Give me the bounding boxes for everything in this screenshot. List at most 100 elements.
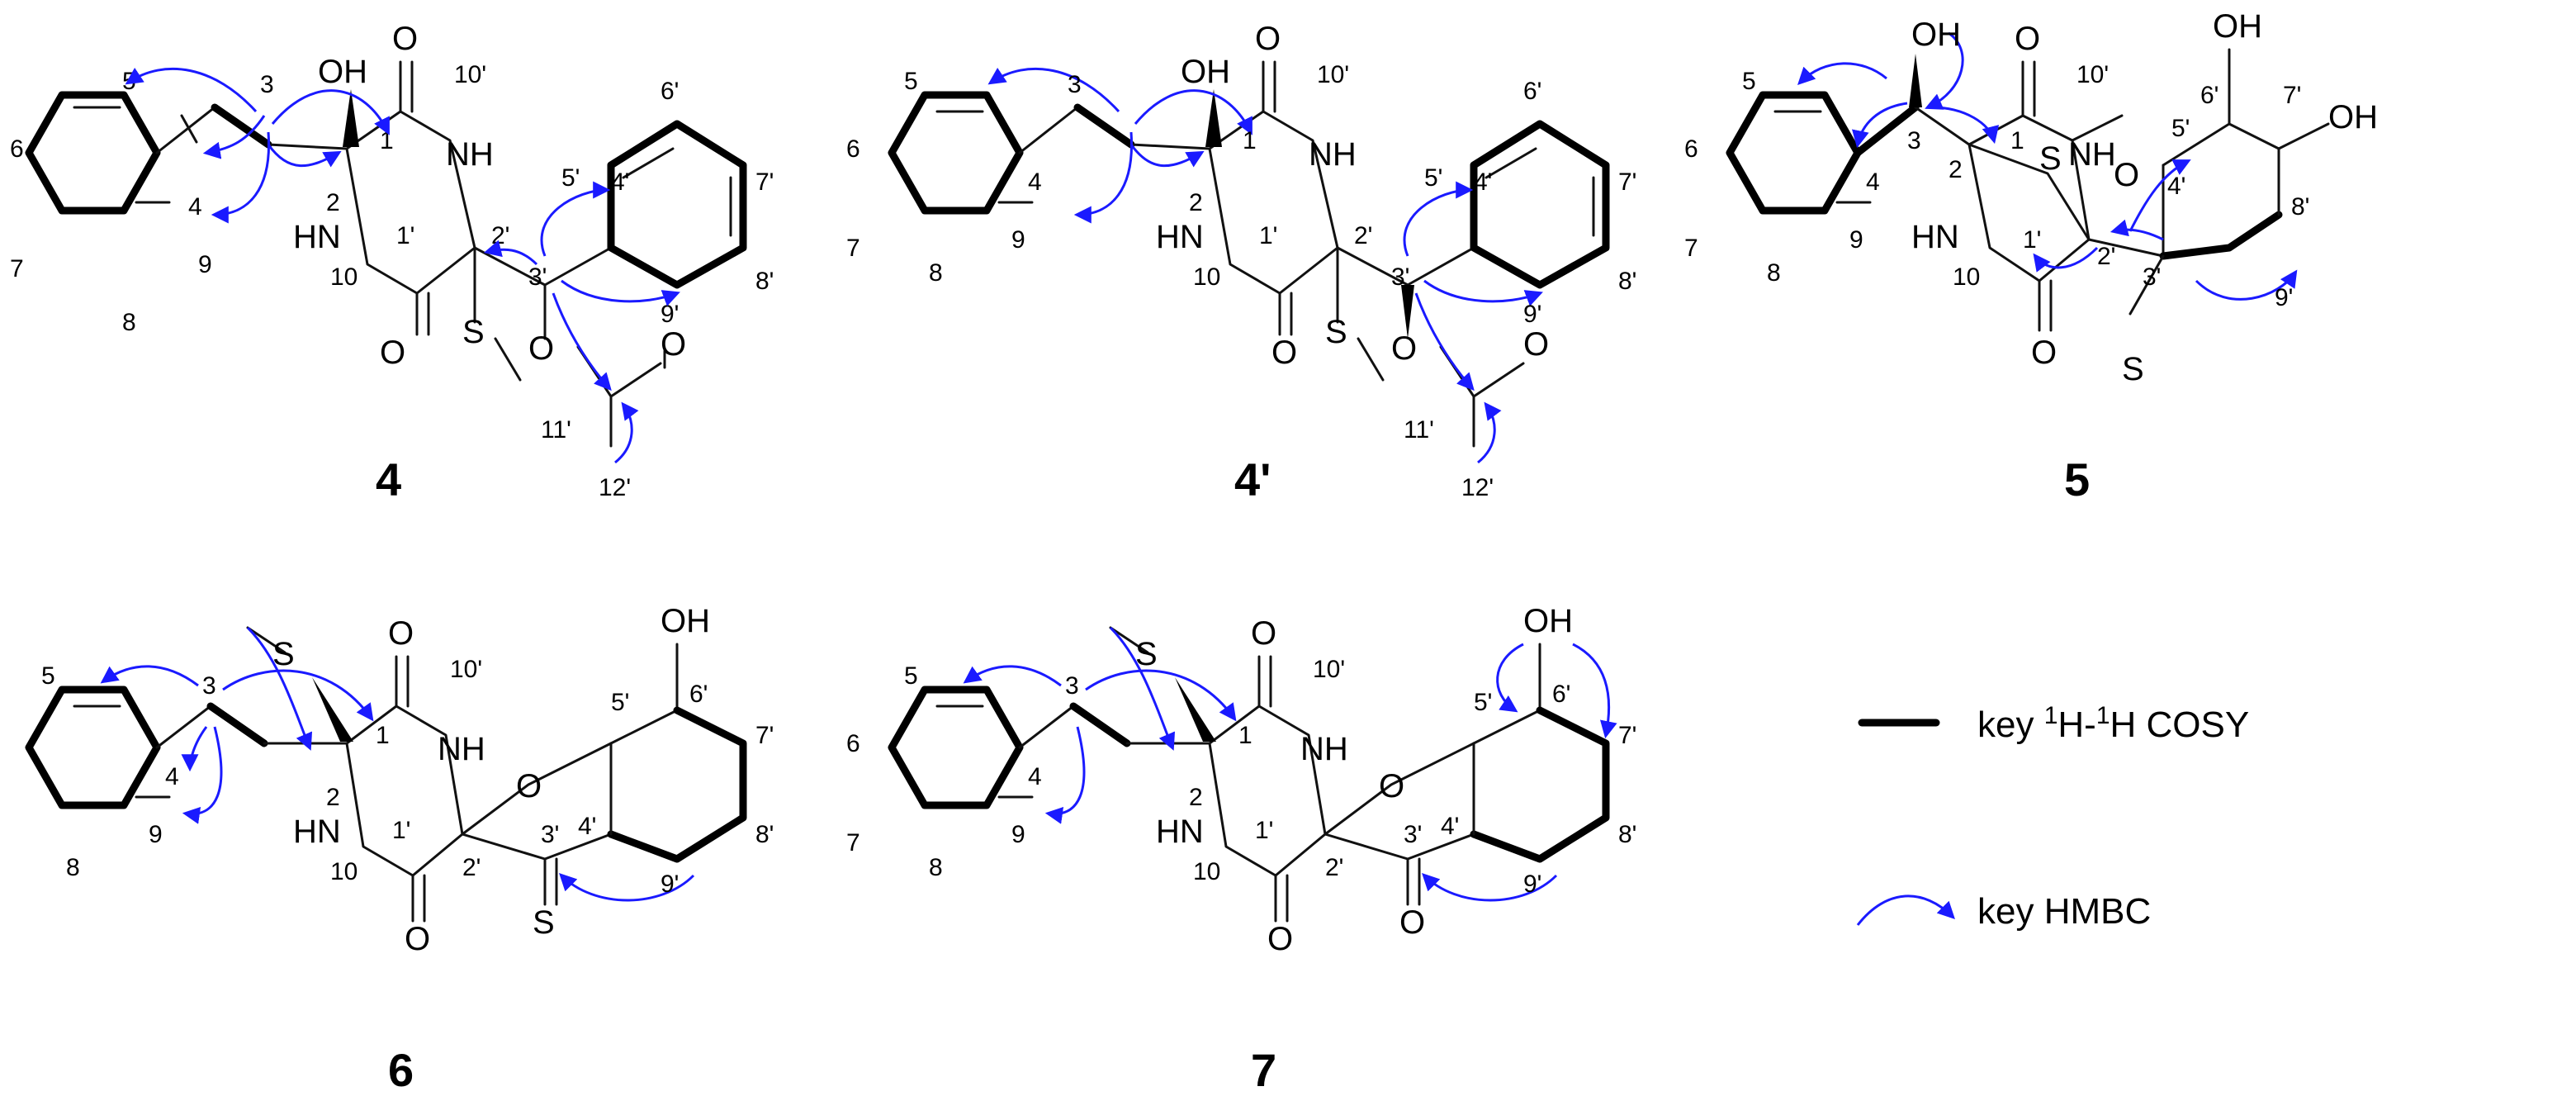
phenyl-ring-4p [607,120,747,289]
atom-oh: OH [1911,17,1961,53]
atom-o: O [2031,334,2057,371]
num-10p: 10' [1313,656,1345,683]
atom-o: O [1255,21,1281,57]
atom-nh: NH [1309,136,1357,173]
atom-s: S [462,314,485,350]
hash-bond [343,89,359,147]
num-6: 6 [846,135,860,163]
atom-oh: OH [318,54,367,90]
labels-7: S O NH HN O O O OH 5 6 7 8 9 4 3 2 1 10 … [846,603,1636,1096]
num-3: 3 [1065,672,1079,700]
num-10: 10 [330,263,358,291]
atom-o: O [1251,615,1276,652]
num-7p: 7' [2283,82,2301,109]
atom-s: S [533,904,555,941]
num-7p: 7' [755,168,774,196]
legend: key 1H-1H COSY key HMBC [1856,702,2249,932]
atom-s: S [272,636,295,672]
num-10: 10 [1193,858,1220,885]
compound-4p [888,60,1610,464]
atom-o: O [2114,157,2139,193]
hmbc-arrows-4 [125,67,680,464]
atom-o: O [1391,330,1417,367]
num-10p: 10' [454,61,486,88]
compound-7 [888,626,1617,923]
num-7p: 7' [1618,722,1636,749]
num-3p: 3' [541,821,559,848]
atom-hn: HN [1156,814,1204,850]
atom-o: O [1399,904,1425,941]
num-8p: 8' [1618,821,1636,848]
num-2p: 2' [491,222,509,249]
atom-o: O [392,21,418,57]
num-8p: 8' [2291,193,2309,221]
num-2: 2 [1189,784,1203,811]
num-9p: 9' [661,871,679,898]
compound-label-7: 7 [1251,1044,1276,1096]
num-6p: 6' [1523,78,1541,105]
compound-6 [25,626,747,923]
num-3p: 3' [1391,263,1409,291]
num-7: 7 [10,255,24,282]
num-8: 8 [122,309,136,336]
atom-oh: OH [1181,54,1230,90]
phenyl-ring-4 [25,91,161,215]
num-7: 7 [846,829,860,856]
num-8: 8 [929,854,943,881]
atom-hn: HN [1911,219,1959,255]
num-10: 10 [1953,263,1980,291]
num-4: 4 [1028,168,1042,196]
num-6p: 6' [1552,681,1570,708]
num-5: 5 [904,662,918,690]
labels-4: OH O NH HN O S O O 5 6 7 8 9 4 3 2 1 10 … [10,21,774,505]
num-1: 1 [2010,127,2024,154]
atom-oh: OH [2213,8,2262,45]
labels-4p: OH O NH HN O S O O 5 6 7 8 9 4 3 2 1 10 … [846,21,1636,505]
num-8: 8 [929,259,943,287]
num-5p: 5' [1424,164,1442,192]
atom-nh: NH [1300,731,1348,767]
compound-label-4p: 4' [1234,453,1271,505]
atom-o: O [1523,326,1549,363]
num-8: 8 [1767,259,1781,287]
num-2p: 2' [1325,854,1343,881]
num-3p: 3' [528,263,547,291]
atom-oh: OH [661,603,710,639]
num-4: 4 [1866,168,1880,196]
legend-cosy-text: key 1H-1H COSY [1977,702,2249,746]
num-9: 9 [1849,226,1863,254]
num-9: 9 [198,251,212,278]
atom-oh: OH [1523,603,1573,639]
num-1: 1 [376,722,390,749]
atom-o: O [1267,921,1293,957]
num-2p: 2' [1354,222,1372,249]
num-4: 4 [165,763,179,790]
num-4p: 4' [611,168,629,196]
num-9p: 9' [661,301,679,328]
atom-s: S [1135,636,1158,672]
legend-cosy-sup2: 1 [2096,702,2110,729]
num-5: 5 [41,662,55,690]
legend-hmbc-text: key HMBC [1977,891,2151,932]
atom-hn: HN [293,814,341,850]
num-2p: 2' [462,854,481,881]
num-8p: 8' [1618,268,1636,295]
num-9p: 9' [1523,871,1541,898]
num-2: 2 [1949,156,1963,183]
atom-oh: OH [2328,99,2378,135]
num-1p: 1' [396,222,414,249]
num-6: 6 [846,730,860,757]
num-10: 10 [1193,263,1220,291]
num-10p: 10' [1317,61,1349,88]
compound-label-4: 4 [376,453,401,505]
num-9: 9 [149,821,163,848]
atom-nh: NH [438,731,485,767]
num-1p: 1' [1255,817,1273,844]
num-10p: 10' [2076,61,2109,88]
num-8p: 8' [755,821,774,848]
atom-o: O [661,326,686,363]
num-4p: 4' [578,813,596,840]
num-4p: 4' [2167,173,2185,200]
num-10p: 10' [450,656,482,683]
